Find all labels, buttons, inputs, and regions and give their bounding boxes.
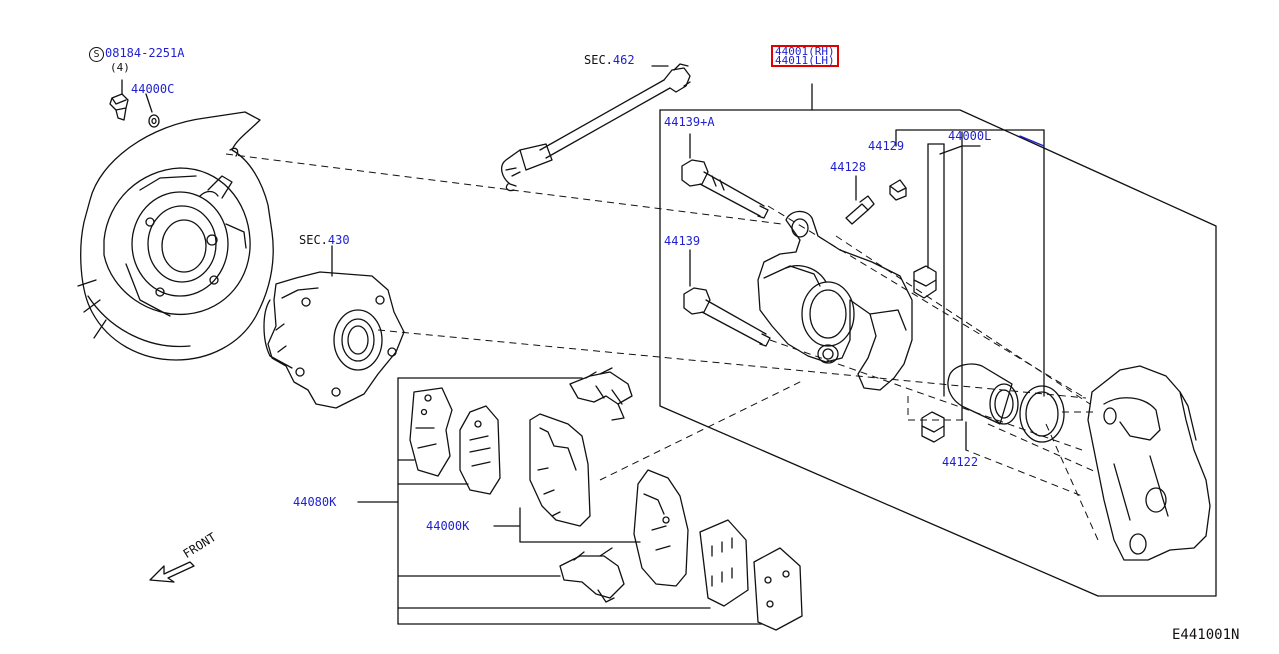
bolt-qty-label: (4) (110, 61, 130, 74)
assembly-lines (225, 153, 1099, 541)
part-44139a-label[interactable]: 44139+A (664, 115, 715, 129)
s-circle-icon: S (89, 47, 104, 62)
pad-shim-inner (459, 405, 501, 495)
pad-kit-box (357, 377, 763, 625)
part-44000c-label[interactable]: 44000C (131, 82, 175, 96)
pad-clip-upper (569, 367, 633, 421)
caliper-bracket (1087, 365, 1211, 561)
piston-boot-lower (921, 411, 945, 443)
caliper-piston (947, 363, 1019, 425)
part-44122-label[interactable]: 44122 (942, 455, 979, 469)
part-44080k-label[interactable]: 44080K (293, 495, 337, 509)
pad-shim-lower-2 (753, 547, 803, 631)
sec-462-label[interactable]: SEC.462 (584, 53, 635, 67)
guide-pin-upper (681, 159, 769, 219)
brake-pad-upper (529, 413, 591, 527)
front-arrow-icon (149, 561, 195, 583)
part-44011-lh-label: 44011(LH) (775, 54, 835, 67)
pad-shim-lower-1 (699, 519, 749, 607)
brake-hose (500, 63, 691, 192)
part-44001-rh-label: 44001(RH) (775, 45, 835, 58)
hub-bolt (109, 93, 129, 121)
piston-boot-upper (913, 265, 937, 299)
backing-plate (77, 111, 274, 361)
bleeder-screw (845, 195, 875, 225)
pad-shim-outer (409, 387, 453, 477)
part-44000l-label[interactable]: 44000L (948, 129, 992, 143)
sec-430-label[interactable]: SEC.430 (299, 233, 350, 247)
part-44139-label[interactable]: 44139 (664, 234, 701, 248)
part-44001-44011-highlight[interactable]: 44001(RH) 44011(LH) (771, 45, 839, 67)
bleeder-cap (889, 179, 907, 201)
caliper-body (757, 210, 913, 391)
bolt-spec-number: 08184-2251A (105, 46, 185, 60)
part-44129-label[interactable]: 44129 (868, 139, 905, 153)
guide-pin-lower (683, 287, 771, 347)
piston-seal (1019, 385, 1065, 443)
pad-clip-lower (559, 547, 625, 603)
caliper-kit-box (659, 83, 1217, 597)
washer-44000c (148, 114, 160, 128)
brake-pad-lower (633, 469, 689, 587)
part-44000k-label[interactable]: 44000K (426, 519, 470, 533)
diagram-id-label: E441001N (1172, 627, 1240, 643)
part-44128-label[interactable]: 44128 (830, 160, 867, 174)
hub-assembly (263, 271, 405, 409)
